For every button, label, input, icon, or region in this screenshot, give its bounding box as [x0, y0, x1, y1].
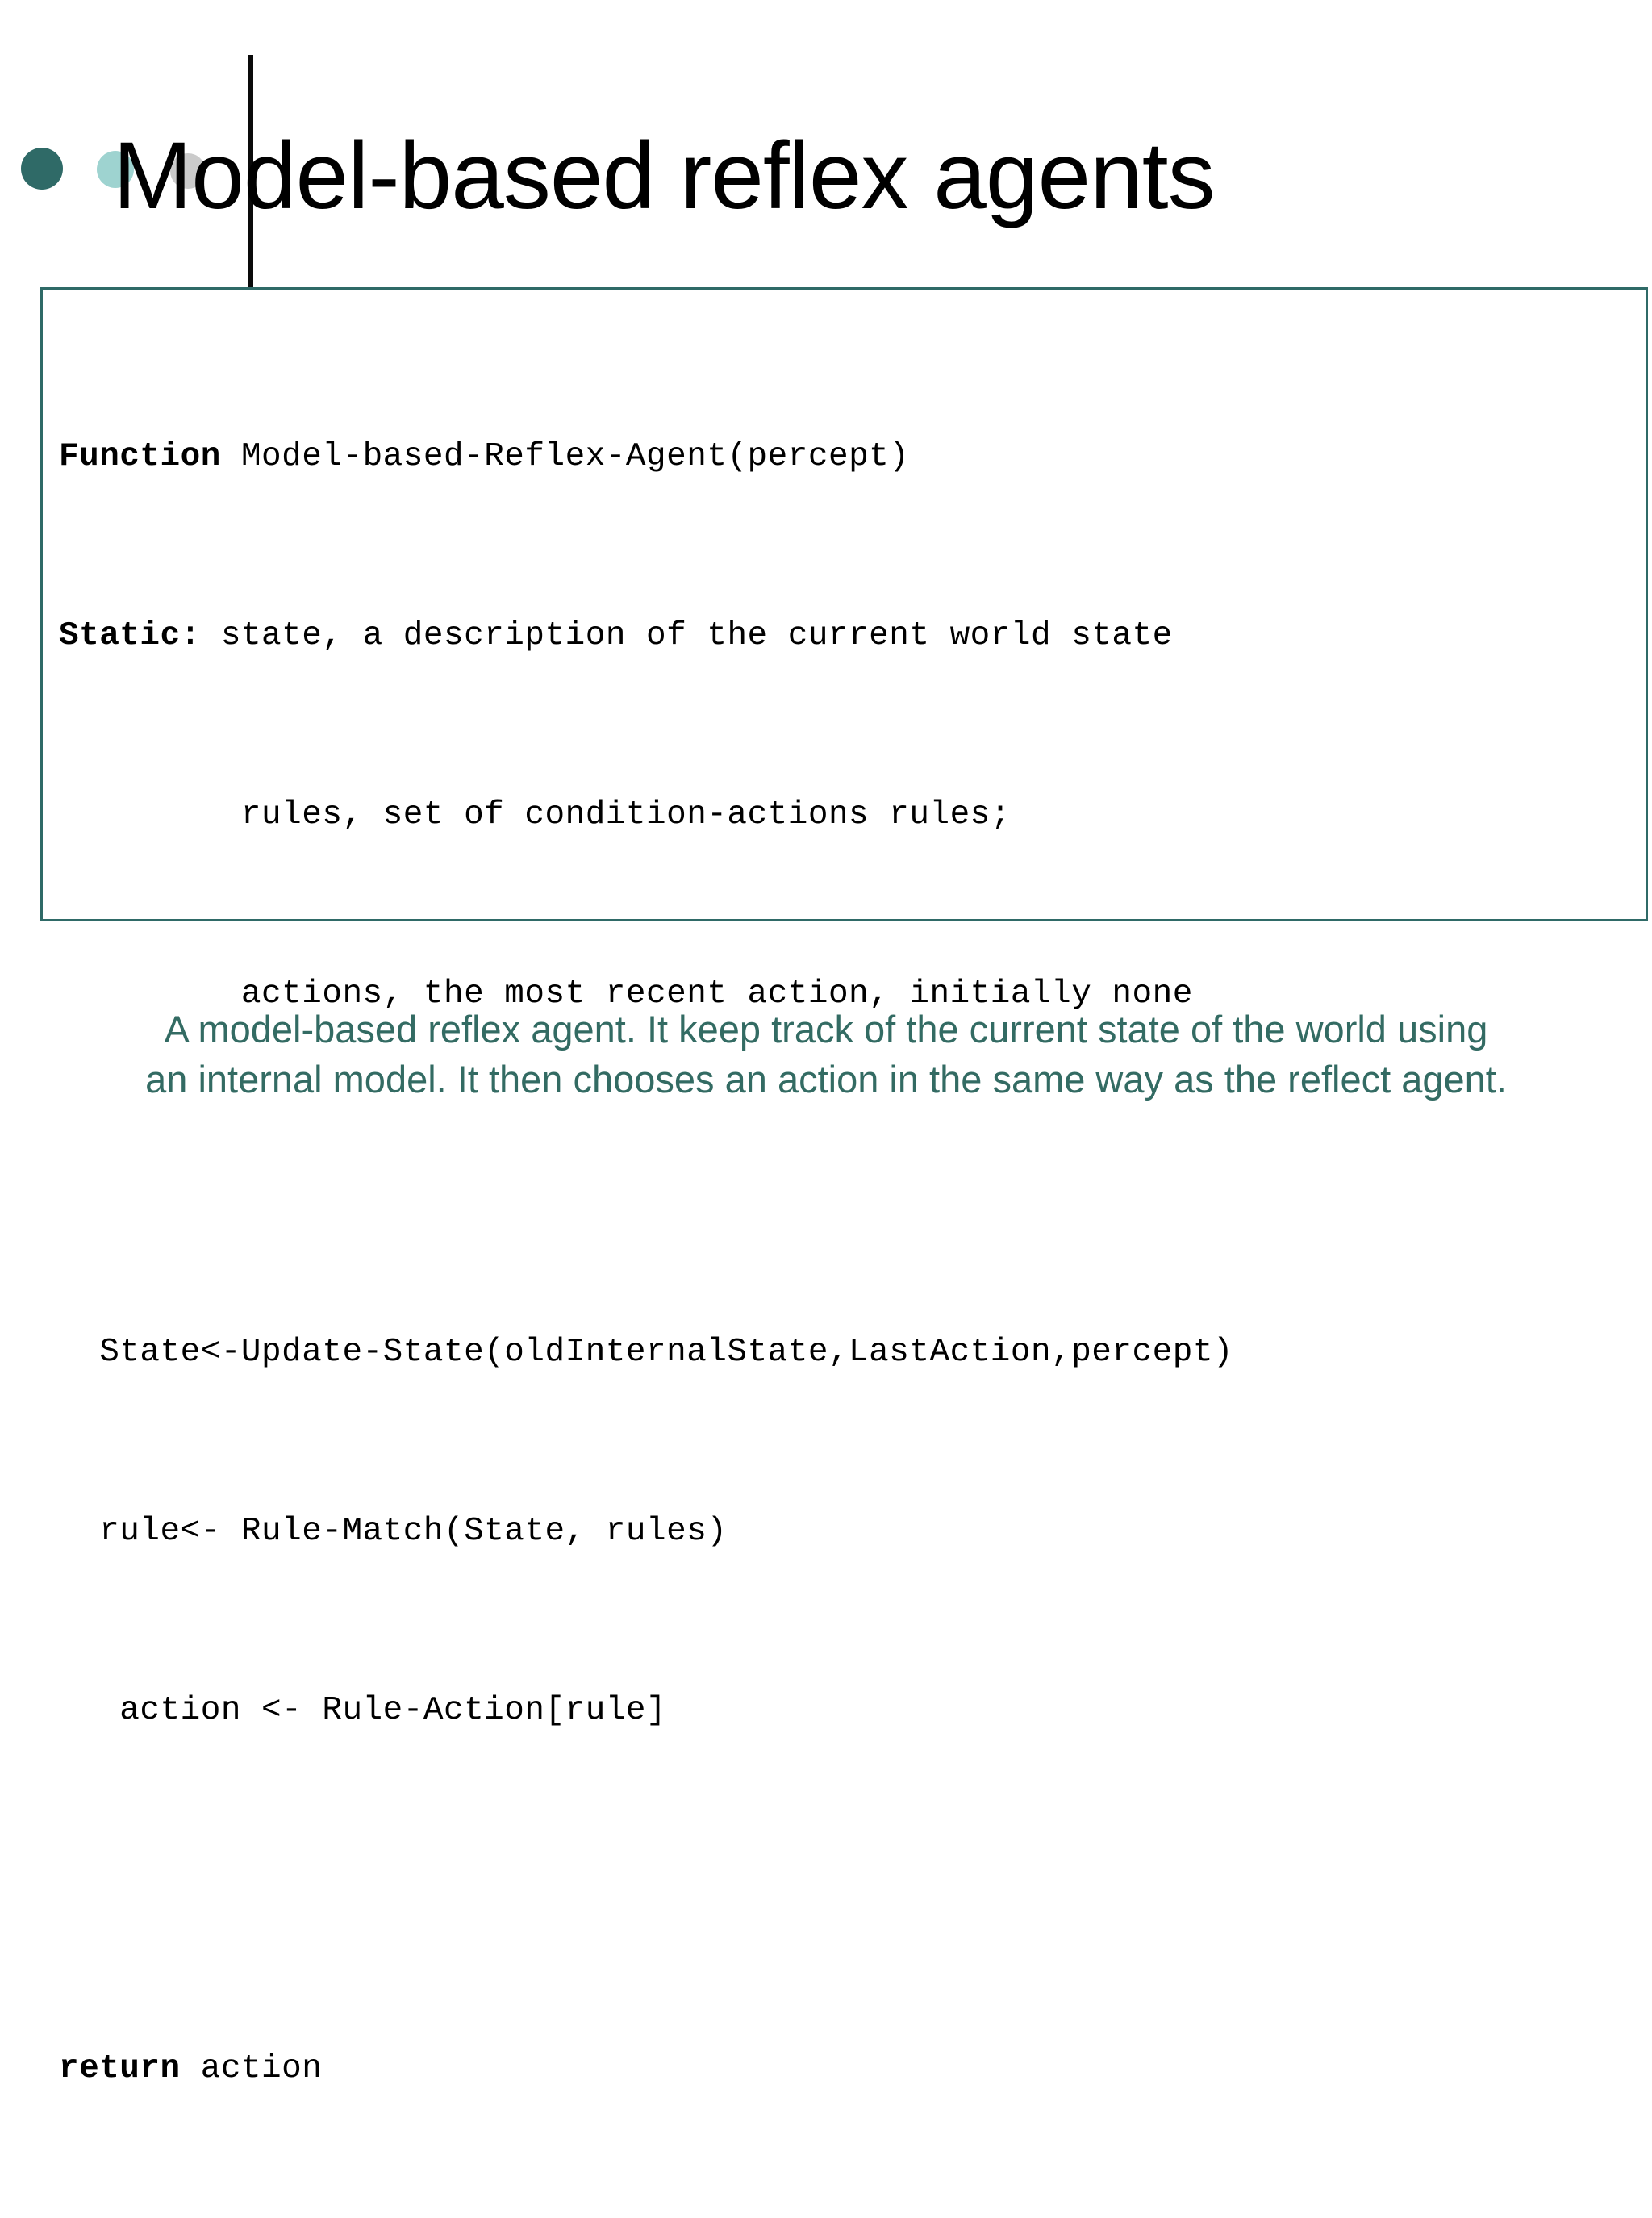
code-line-1: Function Model-based-Reflex-Agent(percep… [59, 427, 1646, 487]
pseudocode-box: Function Model-based-Reflex-Agent(percep… [40, 287, 1648, 2087]
dot-dark-teal-icon [21, 148, 63, 190]
decorative-dots-group [21, 148, 206, 193]
caption-line-2: an internal model. It then chooses an ac… [145, 1058, 1507, 1101]
code-line-5-blank [59, 1143, 1646, 1203]
code-line-3: rules, set of condition-actions rules; [59, 785, 1646, 845]
code-text: State<-Update-State(oldInternalState,Las… [59, 1334, 1234, 1371]
code-line-6: State<-Update-State(oldInternalState,Las… [59, 1322, 1646, 1382]
code-line-10: return action [59, 2039, 1646, 2099]
code-text: action [180, 2050, 323, 2087]
code-text: rules, set of condition-actions rules; [59, 796, 1011, 833]
code-text: state, a description of the current worl… [200, 617, 1173, 654]
code-text: rule<- Rule-Match(State, rules) [59, 1513, 728, 1550]
pseudocode-body: Function Model-based-Reflex-Agent(percep… [43, 307, 1646, 2218]
dot-gray-icon [170, 153, 206, 189]
code-line-9-blank [59, 1860, 1646, 1919]
title-vertical-rule [248, 55, 253, 287]
code-line-7: rule<- Rule-Match(State, rules) [59, 1502, 1646, 1561]
code-keyword: return [59, 2050, 181, 2087]
slide-canvas: Model-based reflex agents Function Model… [21, 55, 1648, 2087]
code-keyword: Static: [59, 617, 201, 654]
slide-caption: A model-based reflex agent. It keep trac… [52, 1005, 1600, 1105]
code-line-2: Static: state, a description of the curr… [59, 606, 1646, 666]
code-text: action <- Rule-Action[rule] [59, 1692, 667, 1729]
code-line-8: action <- Rule-Action[rule] [59, 1681, 1646, 1740]
code-keyword: Function [59, 438, 221, 475]
dot-light-teal-icon [97, 151, 134, 188]
page-title: Model-based reflex agents [113, 123, 1216, 230]
caption-line-1: A model-based reflex agent. It keep trac… [164, 1008, 1488, 1051]
code-text: actions, the most recent action, initial… [59, 975, 1193, 1013]
code-line-4: actions, the most recent action, initial… [59, 964, 1646, 1024]
code-text: Model-based-Reflex-Agent(percept) [220, 438, 910, 475]
